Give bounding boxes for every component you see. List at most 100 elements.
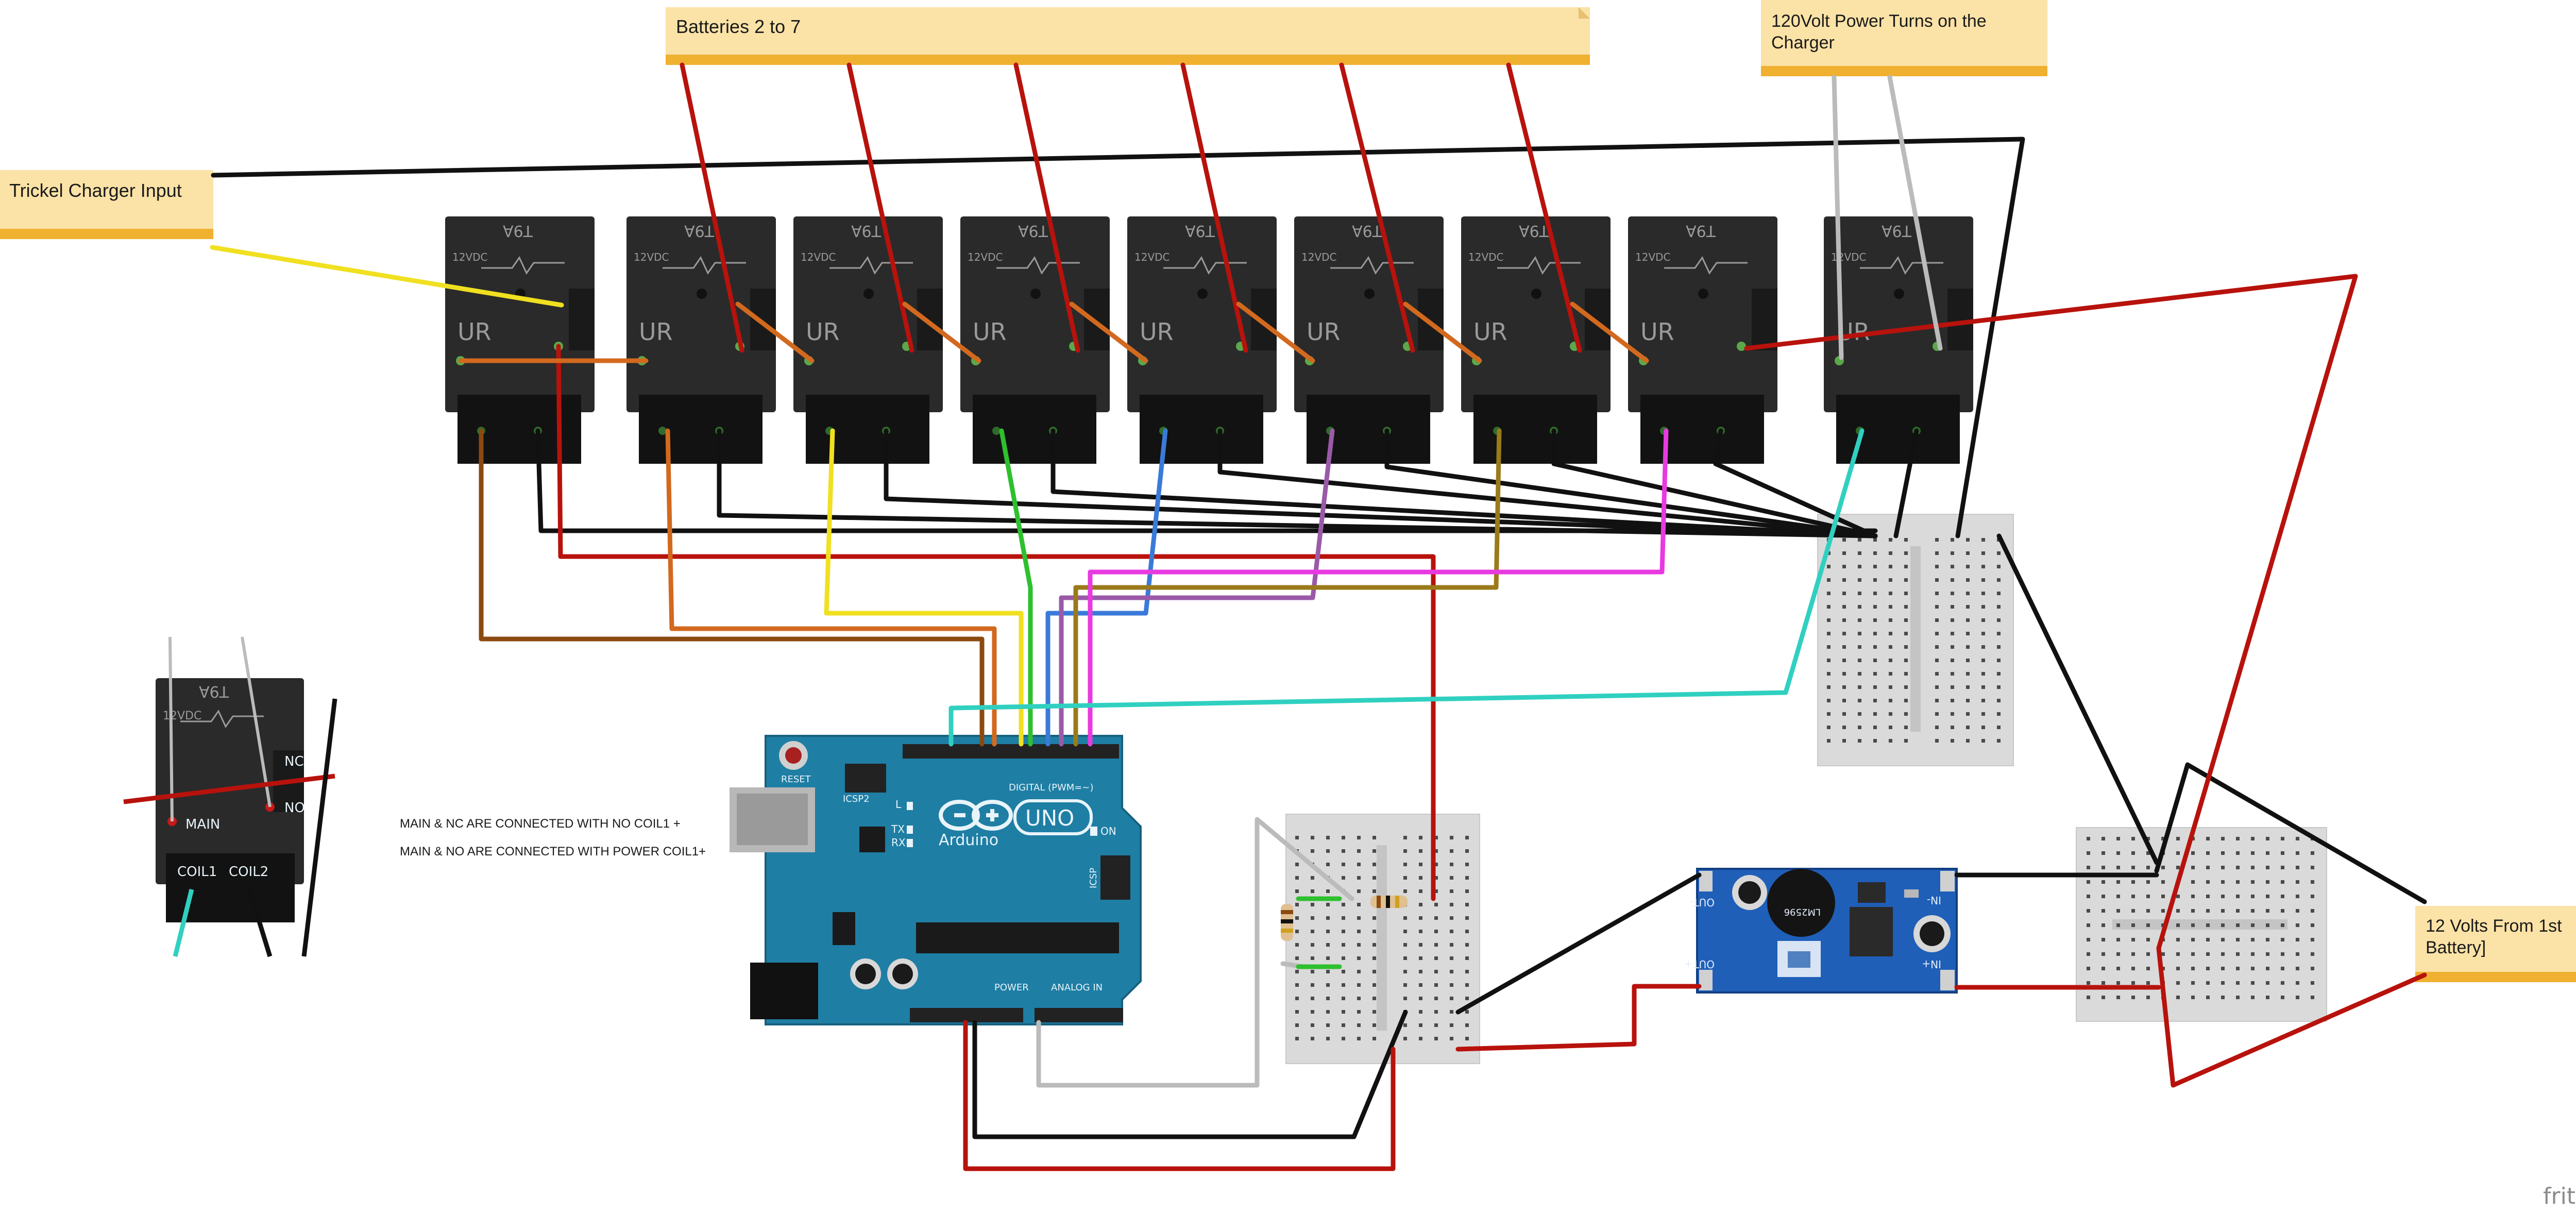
wire-44: [948, 428, 1865, 747]
wire-27: [963, 1020, 1396, 1171]
wire-10: [211, 137, 2025, 538]
resistor-vertical: [1281, 904, 1293, 941]
wire-6: [1384, 428, 1878, 538]
no-connection-note: MAIN & NO ARE CONNECTED WITH POWER COIL1…: [400, 845, 706, 858]
relay-rating: 12VDC: [452, 251, 488, 263]
arduino-uno: RESET ICSP2 DIGITAL (PWM=~) Arduino UNO …: [730, 735, 1142, 1025]
relay-cert: UR: [973, 318, 1007, 346]
arduino-icsp2-label: ICSP2: [843, 794, 870, 804]
relay-brand: T9A: [1882, 222, 1912, 240]
wire-8: [1713, 428, 1878, 538]
relay-brand: T9A: [1352, 222, 1382, 240]
relay-brand: T9A: [684, 222, 715, 240]
buck-in-minus: IN-: [1927, 894, 1941, 906]
wire-19: [1180, 62, 1248, 353]
wire-11: [1996, 533, 2159, 865]
note-12v-battery: 12 Volts From 1st Battery]: [2415, 906, 2576, 982]
legend-relay: T9A 12VDC NC NO MAIN COIL1 COIL2: [123, 636, 337, 957]
breadboard-bottom-right: [2076, 827, 2327, 1022]
relay-brand: T9A: [851, 222, 882, 240]
note-12v-text-line1: 12 Volts From 1st: [2426, 916, 2562, 936]
wire-32: [1236, 301, 1315, 363]
relay-row: T9A 12VDC UR T9A 12VDC UR T9A 12VDC UR T9A 12VDC UR…: [445, 216, 1973, 464]
wire-31: [1069, 301, 1148, 363]
legend-relay-rating: 12VDC: [163, 710, 201, 722]
relay-cert: UR: [639, 318, 673, 346]
buck-converter: OUT- OUT+ IN- IN+ LM2596: [1684, 868, 1958, 994]
arduino-analog-label: ANALOG IN: [1051, 982, 1103, 993]
legend-relay-brand: T9A: [199, 682, 229, 700]
wire-47: [1036, 817, 1354, 1088]
relay-cert: UR: [457, 318, 492, 346]
relay-rating: 12VDC: [1134, 251, 1170, 263]
arduino-on-label: ON: [1100, 825, 1116, 837]
relay-1: T9A 12VDC UR: [445, 216, 595, 464]
relay-cert: UR: [1473, 318, 1507, 346]
note-batteries-text: Batteries 2 to 7: [676, 16, 801, 37]
wire-36: [479, 428, 985, 747]
relay-7: T9A 12VDC UR: [1461, 216, 1611, 464]
wire-18: [1013, 62, 1080, 353]
wire-43: [1088, 428, 1669, 747]
relay-4: T9A 12VDC UR: [960, 216, 1110, 464]
wire-17: [846, 62, 914, 353]
wire-42: [1073, 428, 1502, 747]
relay-cert: UR: [1307, 318, 1341, 346]
arduino-led-l: L: [895, 798, 902, 811]
note-120v-power: 120Volt Power Turns on the Charger: [1761, 0, 2047, 76]
wire-5: [1217, 428, 1878, 538]
relay-rating: 12VDC: [801, 251, 836, 263]
wiring: [210, 62, 2427, 1171]
note-batteries: Batteries 2 to 7: [666, 7, 1590, 65]
note-12v-text-line2: Battery]: [2426, 938, 2486, 957]
wire-1: [535, 428, 1878, 533]
arduino-power-label: POWER: [994, 982, 1029, 993]
wire-41: [1059, 428, 1335, 747]
relay-rating: 12VDC: [1301, 251, 1337, 263]
relay-brand: T9A: [1018, 222, 1048, 240]
relay-rating: 12VDC: [1468, 251, 1504, 263]
relay-cert: UR: [1640, 318, 1674, 346]
relay-rating: 12VDC: [968, 251, 1003, 263]
wire-24: [2156, 946, 2427, 1088]
relay-rating: 12VDC: [634, 251, 669, 263]
wire-35: [210, 245, 564, 308]
arduino-led-rx: RX: [891, 836, 906, 849]
wire-22: [556, 344, 1436, 901]
wire-14: [1455, 872, 1702, 1015]
relay-rating: 12VDC: [1635, 251, 1671, 263]
legend-relay-no: NO: [284, 800, 305, 816]
buck-out-minus: OUT-: [1690, 896, 1715, 908]
buck-chip-label: LM2596: [1784, 906, 1821, 917]
wire-46: [1887, 75, 1943, 351]
arduino-reset-label: RESET: [781, 774, 811, 785]
note-trickle-charger: Trickel Charger Input: [0, 170, 213, 239]
buck-out-plus: OUT+: [1684, 958, 1715, 970]
arduino-model-text: UNO: [1025, 805, 1074, 831]
wire-7: [1551, 428, 1878, 538]
wire-37: [665, 428, 997, 747]
arduino-logo: Arduino: [939, 800, 1013, 849]
wire-9: [1893, 428, 1919, 538]
wire-45: [1832, 75, 1844, 360]
wire-15: [972, 1009, 1408, 1139]
relay-cert: UR: [806, 318, 840, 346]
note-trickle-text: Trickel Charger Input: [9, 180, 182, 201]
relay-brand: T9A: [503, 222, 533, 240]
arduino-logo-text: Arduino: [939, 831, 998, 849]
relay-brand: T9A: [1519, 222, 1549, 240]
relay-3: T9A 12VDC UR: [793, 216, 943, 464]
resistor: [1370, 896, 1408, 908]
wire-21: [1506, 62, 1582, 353]
nc-connection-note: MAIN & NC ARE CONNECTED WITH NO COIL1 +: [400, 817, 681, 831]
wire-3: [884, 428, 1878, 538]
fritzing-watermark: fritzing: [2543, 1183, 2576, 1209]
wire-30: [902, 301, 981, 363]
wire-40: [1045, 428, 1168, 747]
note-120v-text-line2: Charger: [1771, 33, 1835, 53]
breadboard-middle: [1285, 814, 1480, 1064]
